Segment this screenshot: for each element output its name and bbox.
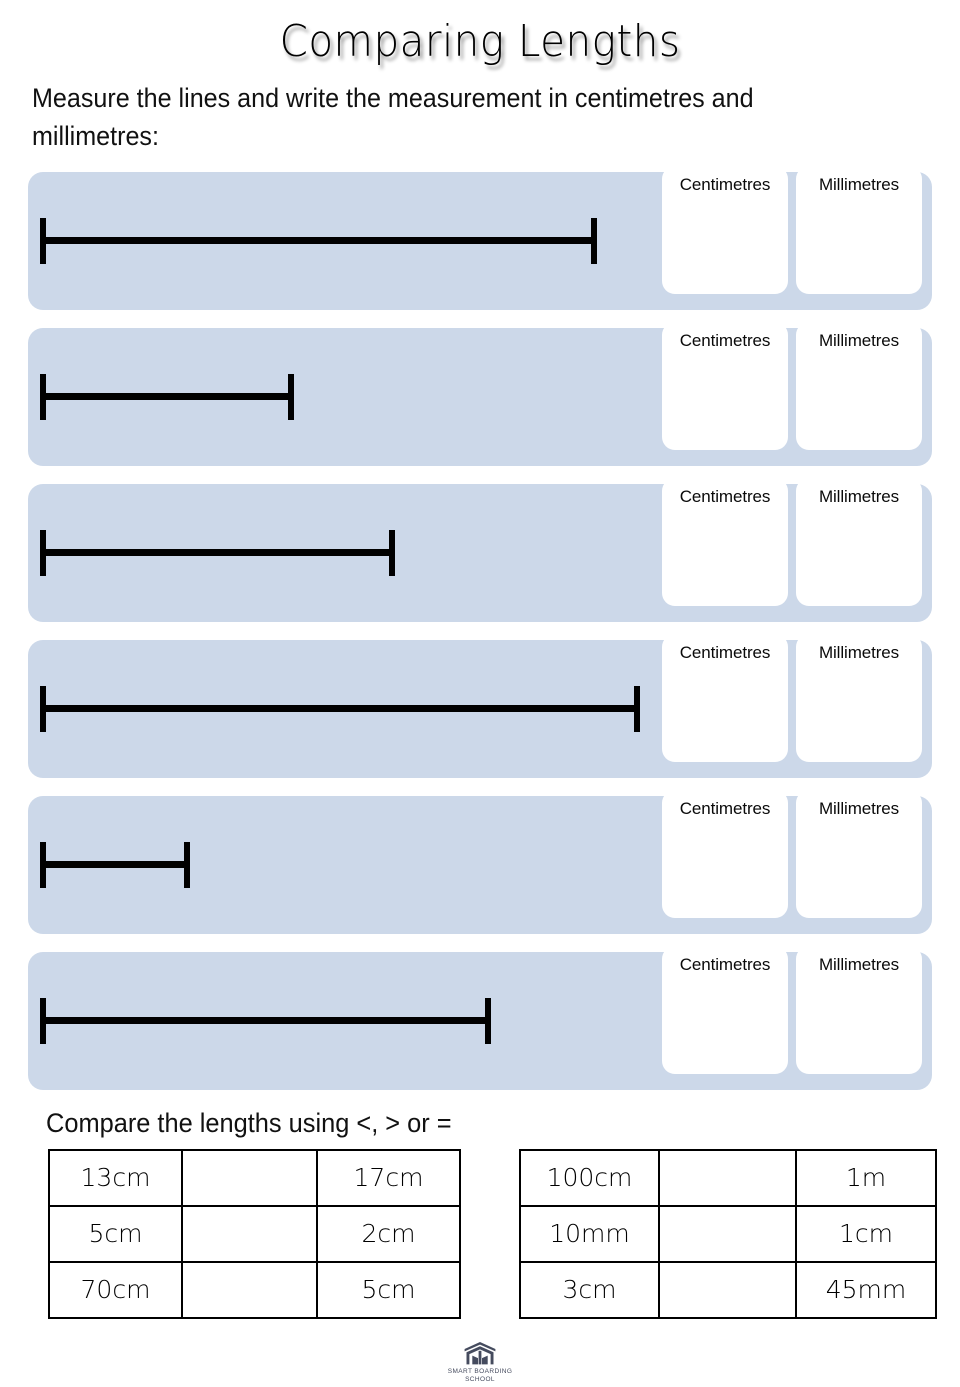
left-value-cell: 10mm: [519, 1204, 660, 1263]
right-value-cell: 45mm: [795, 1260, 937, 1319]
millimetres-answer-box[interactable]: Millimetres: [796, 477, 922, 606]
line-bar: [46, 393, 288, 401]
line-end-cap-icon: [485, 997, 491, 1044]
centimetres-answer-box[interactable]: Centimetres: [662, 633, 788, 762]
compare-tables: 13cm 17cm 5cm 2cm 70cm 5cm 100cm 1m: [48, 1148, 960, 1319]
millimetres-label: Millimetres: [818, 798, 900, 818]
page-title: Comparing Lengths: [279, 16, 681, 67]
right-value-cell: 1cm: [795, 1204, 937, 1263]
table-row: 5cm 2cm: [48, 1204, 461, 1263]
line-end-cap-icon: [591, 217, 597, 264]
measurement-row: Centimetres Millimetres: [28, 945, 932, 1090]
centimetres-label: Centimetres: [679, 642, 771, 662]
compare-table-right: 100cm 1m 10mm 1cm 3cm 45mm: [519, 1148, 937, 1319]
footer-brand-line1: Smart Boarding: [447, 1368, 513, 1375]
footer-brand-line2: School: [465, 1376, 495, 1383]
operator-input-cell[interactable]: [658, 1148, 797, 1207]
compare-heading: Compare the lengths using <, > or =: [46, 1107, 452, 1138]
centimetres-answer-box[interactable]: Centimetres: [662, 945, 788, 1074]
operator-input-cell[interactable]: [658, 1260, 797, 1319]
answer-boxes: Centimetres Millimetres: [662, 945, 922, 1074]
measure-line-2: [40, 373, 294, 420]
measure-line-4: [40, 685, 640, 732]
line-end-cap-icon: [634, 685, 640, 732]
table-row: 10mm 1cm: [519, 1204, 937, 1263]
measurement-row: Centimetres Millimetres: [28, 477, 932, 622]
open-book-logo-icon: [463, 1340, 497, 1366]
millimetres-label: Millimetres: [818, 174, 900, 194]
answer-boxes: Centimetres Millimetres: [662, 165, 922, 294]
left-value-cell: 100cm: [519, 1148, 660, 1207]
answer-boxes: Centimetres Millimetres: [662, 633, 922, 762]
operator-input-cell[interactable]: [181, 1148, 318, 1207]
centimetres-answer-box[interactable]: Centimetres: [662, 165, 788, 294]
table-row: 100cm 1m: [519, 1148, 937, 1207]
line-start-cap-icon: [40, 685, 46, 732]
line-bar: [46, 1017, 485, 1025]
line-bar: [46, 861, 184, 869]
instruction-text: Measure the lines and write the measurem…: [32, 83, 754, 152]
line-start-cap-icon: [40, 529, 46, 576]
line-bar: [46, 705, 634, 713]
millimetres-answer-box[interactable]: Millimetres: [796, 321, 922, 450]
left-value-cell: 13cm: [48, 1148, 183, 1207]
centimetres-answer-box[interactable]: Centimetres: [662, 477, 788, 606]
compare-table-left: 13cm 17cm 5cm 2cm 70cm 5cm: [48, 1148, 461, 1319]
line-end-cap-icon: [184, 841, 190, 888]
operator-input-cell[interactable]: [658, 1204, 797, 1263]
line-start-cap-icon: [40, 217, 46, 264]
measurement-row: Centimetres Millimetres: [28, 633, 932, 778]
centimetres-label: Centimetres: [679, 798, 771, 818]
footer-logo: Smart Boarding School: [0, 1340, 960, 1383]
right-value-cell: 17cm: [316, 1148, 461, 1207]
millimetres-label: Millimetres: [818, 954, 900, 974]
table-row: 3cm 45mm: [519, 1260, 937, 1319]
centimetres-answer-box[interactable]: Centimetres: [662, 789, 788, 918]
measurement-row: Centimetres Millimetres: [28, 165, 932, 310]
millimetres-label: Millimetres: [818, 642, 900, 662]
line-bar: [46, 237, 591, 245]
measurement-row: Centimetres Millimetres: [28, 321, 932, 466]
centimetres-label: Centimetres: [679, 954, 771, 974]
line-bar: [46, 549, 389, 557]
line-end-cap-icon: [389, 529, 395, 576]
left-value-cell: 70cm: [48, 1260, 183, 1319]
millimetres-label: Millimetres: [818, 330, 900, 350]
measure-line-6: [40, 997, 491, 1044]
left-value-cell: 5cm: [48, 1204, 183, 1263]
answer-boxes: Centimetres Millimetres: [662, 321, 922, 450]
centimetres-label: Centimetres: [679, 174, 771, 194]
answer-boxes: Centimetres Millimetres: [662, 477, 922, 606]
line-start-cap-icon: [40, 373, 46, 420]
centimetres-answer-box[interactable]: Centimetres: [662, 321, 788, 450]
millimetres-label: Millimetres: [818, 486, 900, 506]
millimetres-answer-box[interactable]: Millimetres: [796, 945, 922, 1074]
table-row: 70cm 5cm: [48, 1260, 461, 1319]
line-end-cap-icon: [288, 373, 294, 420]
left-value-cell: 3cm: [519, 1260, 660, 1319]
centimetres-label: Centimetres: [679, 330, 771, 350]
line-start-cap-icon: [40, 997, 46, 1044]
operator-input-cell[interactable]: [181, 1204, 318, 1263]
measure-line-5: [40, 841, 190, 888]
measurement-row: Centimetres Millimetres: [28, 789, 932, 934]
measurement-rows: Centimetres Millimetres Centimetres Mill…: [0, 165, 960, 1090]
measure-line-1: [40, 217, 597, 264]
right-value-cell: 5cm: [316, 1260, 461, 1319]
millimetres-answer-box[interactable]: Millimetres: [796, 165, 922, 294]
line-start-cap-icon: [40, 841, 46, 888]
millimetres-answer-box[interactable]: Millimetres: [796, 633, 922, 762]
measure-line-3: [40, 529, 395, 576]
right-value-cell: 2cm: [316, 1204, 461, 1263]
millimetres-answer-box[interactable]: Millimetres: [796, 789, 922, 918]
answer-boxes: Centimetres Millimetres: [662, 789, 922, 918]
right-value-cell: 1m: [795, 1148, 937, 1207]
centimetres-label: Centimetres: [679, 486, 771, 506]
operator-input-cell[interactable]: [181, 1260, 318, 1319]
table-row: 13cm 17cm: [48, 1148, 461, 1207]
